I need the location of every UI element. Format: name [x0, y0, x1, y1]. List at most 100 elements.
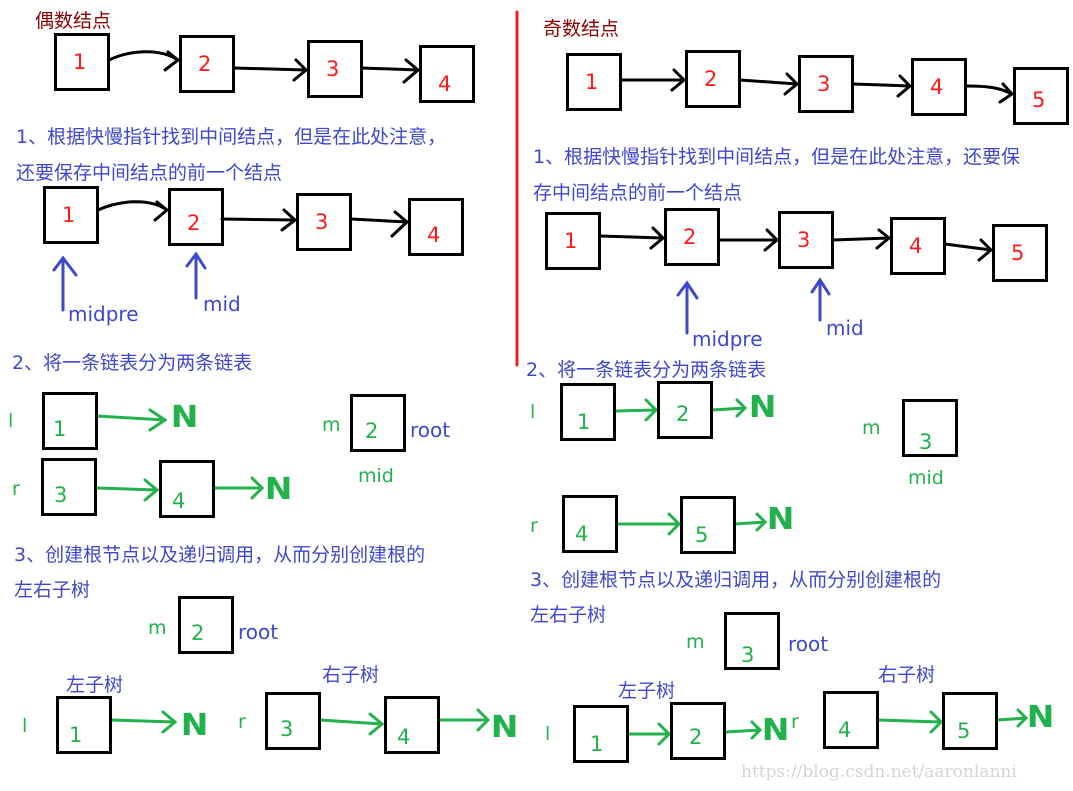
midpre-pointer-arrow: [52, 255, 78, 312]
midpre-label: midpre: [692, 327, 763, 351]
root-label: root: [788, 632, 829, 656]
null-marker: N: [264, 472, 293, 507]
arrow: [943, 238, 994, 262]
step1-text: 1、根据快慢指针找到中间结点，但是在此处注意，: [16, 126, 447, 148]
list-node: 4: [384, 696, 440, 754]
pointer-arrows: [52, 251, 831, 335]
mid-label: mid: [358, 465, 394, 487]
arrow: [717, 228, 780, 252]
step3-text: 3、创建根节点以及递归调用，从而分别创建根的: [530, 569, 942, 591]
null-marker: N: [766, 502, 795, 537]
node-value: 2: [198, 52, 212, 76]
step1-text: 1、根据快慢指针找到中间结点，但是在此处注意，还要保: [533, 146, 1021, 168]
node-value: 4: [909, 234, 923, 258]
list-node: 3: [778, 211, 834, 269]
root-node: 3: [724, 612, 780, 670]
list-node: 3: [265, 692, 321, 750]
arrow: [831, 228, 892, 250]
arrow: [615, 512, 682, 536]
m-label: m: [686, 631, 705, 653]
node-value: 2: [689, 725, 703, 749]
node-value: 2: [683, 225, 697, 249]
arrow: [360, 58, 421, 84]
node-value: 2: [187, 211, 201, 235]
null-marker: N: [170, 400, 199, 435]
right-subtree-label: 右子树: [322, 664, 380, 686]
null-marker: N: [761, 713, 790, 748]
arrow: [710, 398, 748, 418]
node-value: 5: [957, 719, 971, 743]
node-value: 4: [397, 725, 411, 749]
list-node: 3: [798, 55, 854, 113]
list-node: 3: [41, 458, 97, 516]
list-node: 4: [419, 45, 475, 103]
odd-section-title: 奇数结点: [543, 18, 620, 40]
list-node: 4: [562, 495, 618, 553]
node-value: 3: [919, 430, 933, 454]
arrow: [349, 210, 410, 238]
node-value: 4: [172, 489, 186, 513]
left-subtree-label: 左子树: [66, 674, 124, 696]
step2-text: 2、将一条链表分为两条链表: [526, 359, 767, 381]
node-value: 2: [704, 67, 718, 91]
mid-pointer-arrow: [810, 277, 831, 322]
midpre-pointer-arrow: [676, 280, 699, 335]
node-value: 3: [797, 228, 811, 252]
list-node: 1: [566, 53, 622, 111]
r-label: r: [12, 478, 20, 500]
node-value: 1: [62, 203, 76, 227]
node-value: 3: [315, 210, 329, 234]
node-value: 2: [365, 419, 379, 443]
arrow: [95, 478, 160, 502]
mid-label: mid: [203, 292, 241, 316]
arrow: [738, 72, 800, 96]
l-label: l: [8, 410, 14, 432]
node-value: 5: [1011, 241, 1025, 265]
node-value: 5: [1032, 88, 1046, 112]
root-node: 2: [178, 596, 234, 654]
root-label: root: [238, 620, 279, 644]
list-node: 1: [42, 392, 98, 450]
arrow: [724, 720, 763, 740]
m-label: m: [322, 414, 341, 436]
mid-label: mid: [908, 467, 944, 489]
list-node: 4: [823, 691, 879, 749]
list-node: 3: [296, 193, 352, 251]
arrow: [437, 708, 491, 732]
list-node: 1: [573, 705, 629, 763]
arrow: [996, 708, 1029, 728]
node-value: 1: [577, 410, 591, 434]
list-node: 2: [664, 208, 720, 266]
arrow: [627, 722, 672, 746]
list-node: 1: [54, 33, 110, 91]
null-marker: N: [490, 710, 519, 745]
list-node: 3: [307, 40, 363, 98]
m-label: m: [148, 617, 167, 639]
arrow: [733, 512, 768, 532]
even-section-title: 偶数结点: [35, 10, 112, 32]
node-value: 3: [817, 72, 831, 96]
node-value: 4: [930, 75, 944, 99]
node-value: 3: [280, 717, 294, 741]
node-value: 3: [54, 483, 68, 507]
arrow: [598, 226, 666, 250]
list-node: 4: [890, 217, 946, 275]
arrow: [318, 712, 385, 736]
arrow: [109, 710, 178, 734]
list-node: 4: [408, 198, 464, 256]
r-label: r: [238, 711, 246, 733]
arrow: [232, 58, 309, 82]
node-value: 1: [590, 732, 604, 756]
list-node: 4: [159, 460, 215, 518]
list-node: 5: [992, 224, 1048, 282]
l-label: l: [530, 401, 536, 423]
list-node: 2: [168, 188, 224, 246]
l-label: l: [545, 723, 551, 745]
null-marker: N: [1026, 700, 1055, 735]
black-arrows: [96, 50, 1015, 262]
arrow: [876, 710, 944, 734]
node-value: 1: [585, 70, 599, 94]
list-node: 1: [545, 212, 601, 270]
